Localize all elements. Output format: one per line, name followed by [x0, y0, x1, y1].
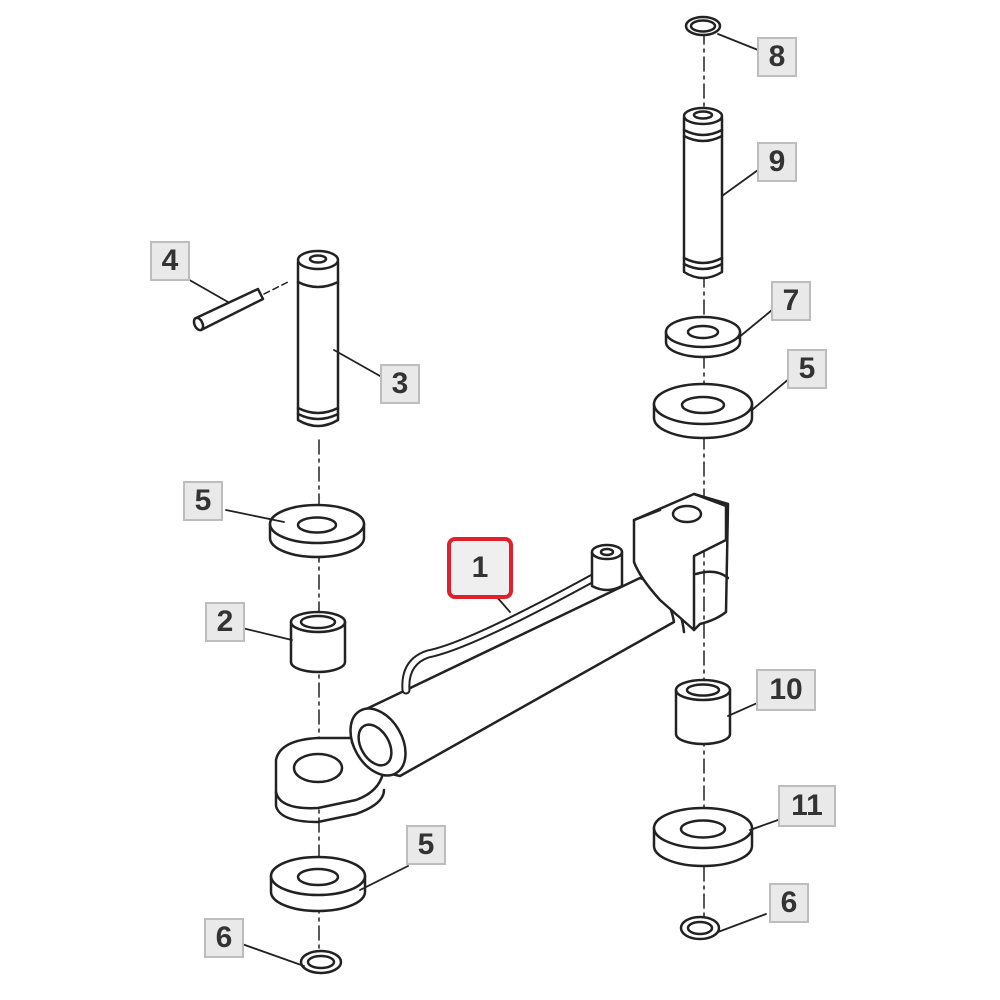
washer-7: [664, 315, 742, 359]
center-lines: [318, 29, 705, 961]
snap-ring-top: [684, 15, 722, 37]
callout-9[interactable]: 9: [757, 142, 797, 182]
callout-5-right[interactable]: 5: [787, 349, 827, 389]
callout-6-left[interactable]: 6: [204, 918, 244, 958]
callout-5-left-top[interactable]: 5: [183, 481, 223, 521]
bushing-right: [674, 678, 732, 746]
callout-1-highlighted[interactable]: 1: [447, 537, 513, 599]
pin-left: [296, 249, 340, 428]
callout-2[interactable]: 2: [205, 602, 245, 642]
washer-5-left-bottom: [269, 855, 367, 913]
pin-right: [682, 106, 724, 280]
callout-11[interactable]: 11: [778, 785, 836, 827]
callout-5-left-bottom[interactable]: 5: [406, 825, 446, 865]
callout-8[interactable]: 8: [757, 37, 797, 77]
snap-ring-left: [299, 949, 343, 975]
washer-5-left-top: [268, 503, 366, 559]
roll-pin: [192, 280, 291, 332]
callout-4[interactable]: 4: [150, 241, 190, 281]
snap-ring-right: [679, 915, 721, 941]
washer-5-right: [652, 382, 754, 440]
callout-7[interactable]: 7: [771, 281, 811, 321]
hydraulic-cylinder: [274, 492, 730, 824]
callout-10[interactable]: 10: [756, 669, 816, 711]
bushing-left: [289, 610, 347, 674]
callout-6-right[interactable]: 6: [769, 883, 809, 923]
callout-3[interactable]: 3: [380, 364, 420, 404]
washer-11: [652, 806, 754, 868]
leader-lines: [185, 33, 791, 967]
